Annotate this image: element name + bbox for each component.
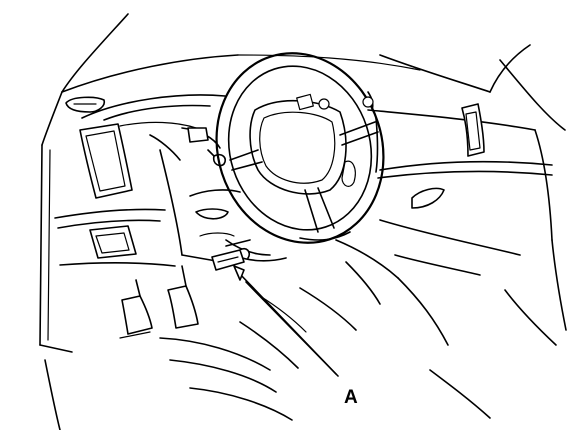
knee-panel	[189, 189, 251, 247]
lower-dash-panel	[54, 149, 223, 267]
instrument-cluster-hood	[81, 94, 226, 161]
callout-a-label: A	[344, 387, 358, 408]
hood-release-lever	[187, 127, 227, 167]
defroster-vent-left	[65, 96, 106, 113]
side-air-vent-left	[79, 123, 133, 199]
steering-column	[225, 231, 351, 262]
center-console	[159, 239, 491, 421]
callout-a-leader	[233, 265, 339, 377]
windshield-frame	[39, 13, 129, 430]
pedals	[119, 265, 199, 339]
steering-wheel	[215, 52, 385, 244]
passenger-dashboard	[362, 91, 567, 346]
upper-dashboard	[61, 44, 566, 241]
data-link-connector	[211, 247, 251, 271]
